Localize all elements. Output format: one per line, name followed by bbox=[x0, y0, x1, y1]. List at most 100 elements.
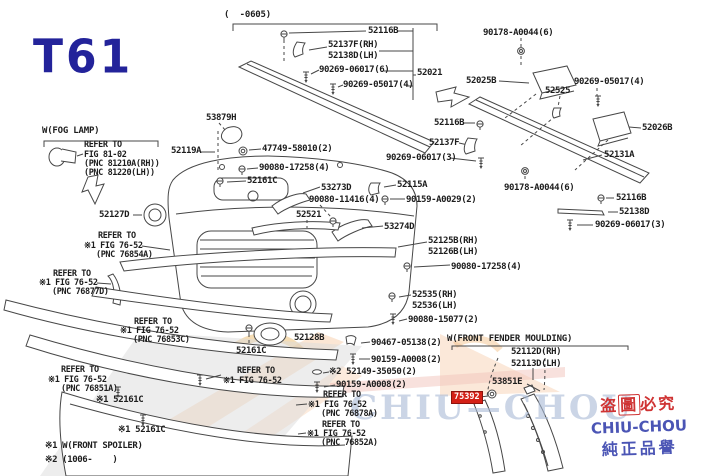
label-fig-81-02: FIG 81-02 bbox=[84, 150, 127, 160]
label-pnc-81220-lh: (PNC 81220(LH)) bbox=[84, 168, 155, 178]
label-refer-to: REFER TO bbox=[98, 231, 136, 241]
label-1-fig-76-52: ※1 FIG 76-52 bbox=[223, 376, 282, 386]
label-refer-to: REFER TO bbox=[53, 269, 91, 279]
fog-lamp-parts bbox=[48, 147, 287, 346]
label-53274d: 53274D bbox=[384, 222, 415, 232]
arrow-icon bbox=[81, 86, 471, 206]
reinforcement-bar-front bbox=[237, 60, 435, 154]
leader-lines bbox=[76, 28, 642, 435]
label-1-52161c: ※1 52161C bbox=[96, 395, 144, 405]
clip-icon bbox=[345, 335, 357, 346]
label-pnc-76877d: (PNC 76877D) bbox=[52, 287, 109, 297]
clip-icon bbox=[463, 137, 478, 155]
watermark-text: CHIU—CHOU bbox=[350, 388, 635, 428]
label-90467-05138-2: 90467-05138(2) bbox=[371, 338, 442, 348]
label-refer-to: REFER TO bbox=[134, 317, 172, 327]
lower-spoiler-parts bbox=[3, 273, 362, 476]
label-53851e: 53851E bbox=[492, 377, 523, 387]
page-code: T61 bbox=[33, 30, 134, 85]
label-90080-15077-2: 90080-15077(2) bbox=[408, 315, 479, 325]
label-1-52161c: ※1 52161C bbox=[118, 425, 166, 435]
label-47749-58010-2: 47749-58010(2) bbox=[262, 144, 333, 154]
label-refer-to: REFER TO bbox=[61, 365, 99, 375]
label-52521: 52521 bbox=[296, 210, 322, 220]
label-pnc-76878a: (PNC 76878A) bbox=[321, 409, 378, 419]
callout-brackets bbox=[43, 23, 629, 350]
label-90159-a0029-2: 90159-A0029(2) bbox=[406, 195, 477, 205]
label-refer-to: REFER TO bbox=[322, 420, 360, 430]
label-pnc-76852a: (PNC 76852A) bbox=[321, 438, 378, 448]
seller-stamp: 盗圖必究 CHIU-CHOU 純正品譽 bbox=[575, 392, 702, 462]
label-52137f: 52137F bbox=[429, 138, 460, 148]
label-1-fig-76-52: ※1 FIG 76-52 bbox=[307, 429, 366, 439]
label-refer-to: REFER TO bbox=[84, 140, 122, 150]
label-90178-a0044-6: 90178-A0044(6) bbox=[504, 183, 575, 193]
label-w-fog-lamp: W(FOG LAMP) bbox=[42, 126, 100, 136]
label-90080-11416-4: 90080-11416(4) bbox=[309, 195, 380, 205]
stamp-line-3: 純正品譽 bbox=[601, 437, 679, 460]
label-53879h: 53879H bbox=[206, 113, 237, 123]
label-52021: 52021 bbox=[417, 68, 443, 78]
reinforcement-bar-rear bbox=[467, 65, 650, 184]
label-52112d-rh: 52112D(RH) bbox=[511, 347, 562, 357]
label-52161c: 52161C bbox=[247, 176, 278, 186]
label-1-fig-76-52: ※1 FIG 76-52 bbox=[308, 400, 367, 410]
label-52137f-rh: 52137F(RH) bbox=[328, 40, 379, 50]
label-90159-a0008-2: 90159-A0008(2) bbox=[371, 355, 442, 365]
label-90269-06017-3: 90269-06017(3) bbox=[386, 153, 457, 163]
clip-icon bbox=[552, 107, 562, 119]
label-52161c: 52161C bbox=[236, 346, 267, 356]
label-52119a: 52119A bbox=[171, 146, 202, 156]
label-pnc-76851a: (PNC 76851A) bbox=[61, 384, 118, 394]
label-52138d-lh: 52138D(LH) bbox=[328, 51, 379, 61]
label-52116b: 52116B bbox=[368, 26, 399, 36]
label-52525: 52525 bbox=[545, 86, 571, 96]
label-90159-a0008-2: 90159-A0008(2) bbox=[336, 380, 407, 390]
label-90178-a0044-6: 90178-A0044(6) bbox=[483, 28, 554, 38]
label-1-fig-76-52: ※1 FIG 76-52 bbox=[120, 326, 179, 336]
label-1-fig-76-52: ※1 FIG 76-52 bbox=[84, 241, 143, 251]
clip-icon bbox=[312, 369, 322, 375]
label-pnc-81210a-rh: (PNC 81210A(RH)) bbox=[84, 159, 160, 169]
label-1-fig-76-52: ※1 FIG 76-52 bbox=[48, 375, 107, 385]
fastener-icons bbox=[114, 30, 605, 427]
label-refer-to: REFER TO bbox=[323, 390, 361, 400]
bumper-cover bbox=[119, 126, 418, 333]
moulding-strip-icon bbox=[557, 208, 605, 216]
label-52113d-lh: 52113D(LH) bbox=[511, 359, 562, 369]
label-52026b: 52026B bbox=[642, 123, 673, 133]
label-0605: ( -0605) bbox=[224, 10, 271, 20]
label-w-front-fender-moulding: W(FRONT FENDER MOULDING) bbox=[447, 334, 573, 344]
label-52536-lh: 52536(LH) bbox=[412, 301, 458, 311]
label-90269-05017-4: 90269-05017(4) bbox=[343, 80, 414, 90]
label-52126b-lh: 52126B(LH) bbox=[428, 247, 479, 257]
label-90080-17258-4: 90080-17258(4) bbox=[259, 163, 330, 173]
clip-icon bbox=[368, 182, 381, 196]
label-1-w-front-spoiler: ※1 W(FRONT SPOILER) bbox=[45, 441, 143, 451]
label-52131a: 52131A bbox=[604, 150, 635, 160]
label-pnc-76853c: (PNC 76853C) bbox=[133, 335, 190, 345]
label-52115a: 52115A bbox=[397, 180, 428, 190]
label-refer-to: REFER TO bbox=[237, 366, 275, 376]
label-52138d: 52138D bbox=[619, 207, 650, 217]
label-52125b-rh: 52125B(RH) bbox=[428, 236, 479, 246]
label-53273d: 53273D bbox=[321, 183, 352, 193]
label-90269-06017-6: 90269-06017(6) bbox=[319, 65, 390, 75]
label-52116b: 52116B bbox=[616, 193, 647, 203]
label-52116b: 52116B bbox=[434, 118, 465, 128]
highlight-badge: 75392 bbox=[451, 391, 483, 404]
label-52535-rh: 52535(RH) bbox=[412, 290, 458, 300]
fender-moulding-parts bbox=[473, 357, 564, 474]
label-90080-17258-4: 90080-17258(4) bbox=[451, 262, 522, 272]
label-pnc-76854a: (PNC 76854A) bbox=[96, 250, 153, 260]
clip-icon bbox=[292, 41, 306, 58]
label-2-1006: ※2 (1006- ) bbox=[45, 455, 118, 465]
label-52127d: 52127D bbox=[99, 210, 130, 220]
stamp-line-2: CHIU-CHOU bbox=[590, 416, 688, 438]
label-1-fig-76-52: ※1 FIG 76-52 bbox=[39, 278, 98, 288]
label-2-52149-35050-2: ※2 52149-35050(2) bbox=[329, 367, 417, 377]
label-52128b: 52128B bbox=[294, 333, 325, 343]
